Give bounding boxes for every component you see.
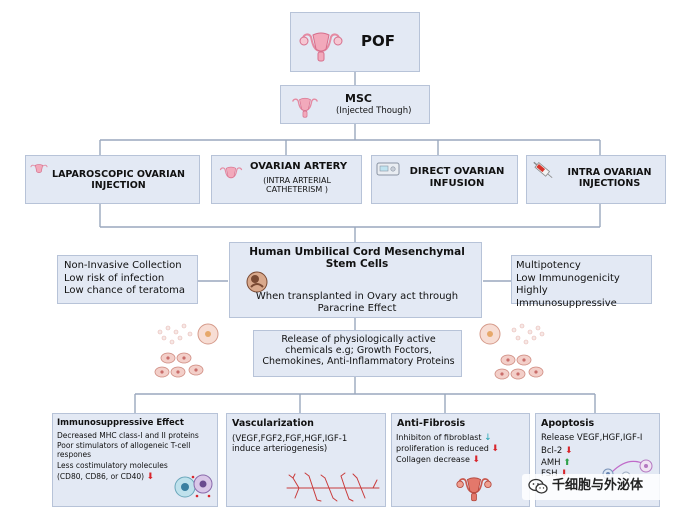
note-line: Non-Invasive Collection [64,260,182,271]
effect-anti-fibrosis: Anti-Fibrosis Inhibiton of fibroblast ↓ … [391,413,530,507]
release-box: Release of physiologically active chemic… [253,330,462,377]
uterus-icon [299,32,343,62]
uterus-icon [30,164,48,173]
effect-line-text: Bcl-2 [541,446,563,456]
effect-title: Apoptosis [541,418,595,429]
wechat-icon [528,478,548,494]
note-line: Low chance of teratoma [64,285,186,296]
hucmsc-advantages-left: Non-Invasive Collection Low risk of infe… [57,255,198,304]
release-text: Release of physiologically active chemic… [262,334,455,367]
down-arrow-icon: ⬇ [472,455,480,465]
down-arrow-icon: ⬇ [491,444,499,454]
effect-line: AMH ⬆ [541,458,571,469]
cell-cluster-icon [154,323,219,378]
route-ovarian-artery: OVARIAN ARTERY (INTRA ARTERIAL CATHETERI… [211,155,362,204]
route-laparoscopic: LAPAROSCOPIC OVARIAN INJECTION [25,155,200,204]
hucmsc-title: Human Umbilical Cord Mesenchymal Stem Ce… [249,246,465,271]
route-direct-infusion: DIRECT OVARIAN INFUSION [371,155,518,204]
route-intra-ovarian: INTRA OVARIAN INJECTIONS [526,155,666,204]
effect-text: (VEGF,FGF2,FGF,HGF,IGF-1 induce arteriog… [232,434,348,454]
uterus-icon [219,166,243,179]
effect-line: Collagen decrease ⬇ [396,455,480,465]
hucmsc-text: When transplanted in Ovary act through P… [255,291,459,314]
msc-title: MSC [345,92,372,105]
effect-line: Poor stimulators of allogeneic T-cell re… [57,441,191,459]
uterus-icon [456,477,492,502]
route-title: OVARIAN ARTERY [250,161,348,172]
down-arrow-icon: ⬇ [146,472,155,482]
msc-subtitle: (Injected Though) [336,106,412,116]
up-arrow-icon: ⬆ [563,458,571,468]
immune-cells-icon [174,474,213,498]
note-line: Multipotency [516,260,581,271]
syringe-icon [533,161,553,179]
effect-line: proliferation is reduced ⬇ [396,444,499,454]
effect-line: Decreased MHC class-I and II proteins [57,431,199,440]
effect-line-text: (CD80, CD86, or CD40) [57,472,145,481]
infusion-pump-icon [376,162,400,176]
effect-line: Bcl-2 ⬇ [541,446,573,457]
fetus-cord-icon [246,271,268,293]
effect-title: Anti-Fibrosis [397,418,466,429]
effect-line: Inhibiton of fibroblast ↓ [396,433,492,443]
pof-box: POF [290,12,420,72]
down-arrow-icon: ↓ [484,433,492,443]
watermark: 千细胞与外泌体 [522,474,694,500]
route-title: DIRECT OVARIAN INFUSION [409,166,505,189]
effect-title: Vascularization [232,418,314,429]
route-title: INTRA OVARIAN INJECTIONS [567,167,652,189]
blood-vessels-icon [286,472,380,502]
note-line: Low risk of infection [64,272,165,284]
effect-immunosuppressive: Immunosuppressive Effect Decreased MHC c… [52,413,218,507]
hucmsc-advantages-right: Multipotency Low Immunogenicity Highly I… [511,255,652,309]
effect-line-text: proliferation is reduced [396,444,489,453]
effect-line-text: AMH [541,458,561,468]
effect-line: (CD80, CD86, or CD40) ⬇ [57,472,154,482]
effect-line-text: Inhibiton of fibroblast [396,433,482,442]
effect-line: Release VEGF,HGF,IGF-I [541,433,643,443]
uterus-icon [292,97,318,118]
note-line: Highly Immunosuppressive [516,285,617,309]
effect-line: Less costimulatory molecules [57,461,168,470]
watermark-text: 千细胞与外泌体 [552,478,644,493]
effect-vascularization: Vascularization (VEGF,FGF2,FGF,HGF,IGF-1… [226,413,386,507]
down-arrow-icon: ⬇ [565,446,573,456]
pof-title: POF [361,32,395,50]
effect-title: Immunosuppressive Effect [57,418,184,428]
note-line: Low Immunogenicity [516,272,620,284]
route-title: LAPAROSCOPIC OVARIAN INJECTION [52,169,185,191]
hucmsc-box: Human Umbilical Cord Mesenchymal Stem Ce… [229,242,482,318]
route-subtitle: (INTRA ARTERIAL CATHETERISM ) [263,176,331,195]
msc-box: MSC (Injected Though) [280,85,430,124]
cell-cluster-icon [479,323,545,380]
effect-line-text: Collagen decrease [396,455,470,464]
